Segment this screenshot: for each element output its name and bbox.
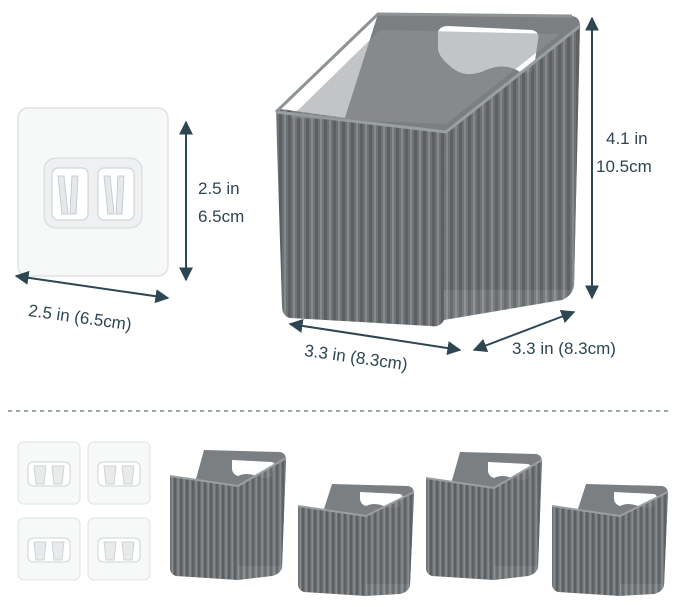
basket-height-in-label: 4.1 in (606, 129, 648, 148)
basket-width-arrow (288, 318, 462, 356)
basket-small (425, 452, 543, 580)
basket-small (297, 484, 415, 596)
adhesive-hook-pad (17, 107, 169, 277)
hook-height-in-label: 2.5 in (198, 179, 240, 198)
basket-depth-label: 3.3 in (8.3cm) (512, 339, 616, 358)
hook-pad-set (17, 441, 151, 581)
hook-pad-small (87, 441, 151, 505)
basket-depth-arrow (472, 309, 576, 353)
hook-icon (51, 167, 135, 221)
storage-basket (274, 12, 581, 327)
hook-width-arrow (14, 270, 170, 304)
hook-pad-small (17, 517, 81, 581)
hook-pad-small (87, 517, 151, 581)
basket-small (551, 484, 669, 596)
hook-pad-small (17, 441, 81, 505)
hook-height-cm-label: 6.5cm (198, 207, 245, 226)
basket-height-cm-label: 10.5cm (596, 157, 652, 176)
basket-small (169, 450, 287, 580)
